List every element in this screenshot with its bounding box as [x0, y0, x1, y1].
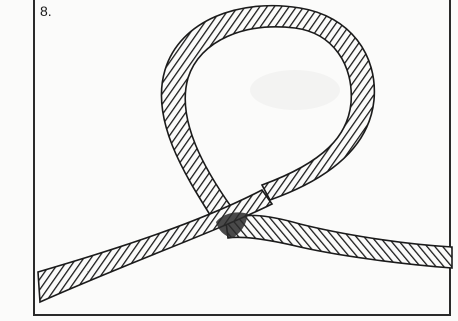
- rope-loop: [161, 6, 374, 218]
- rope-standing-part: [38, 190, 272, 302]
- rope-right-tail: [226, 215, 452, 268]
